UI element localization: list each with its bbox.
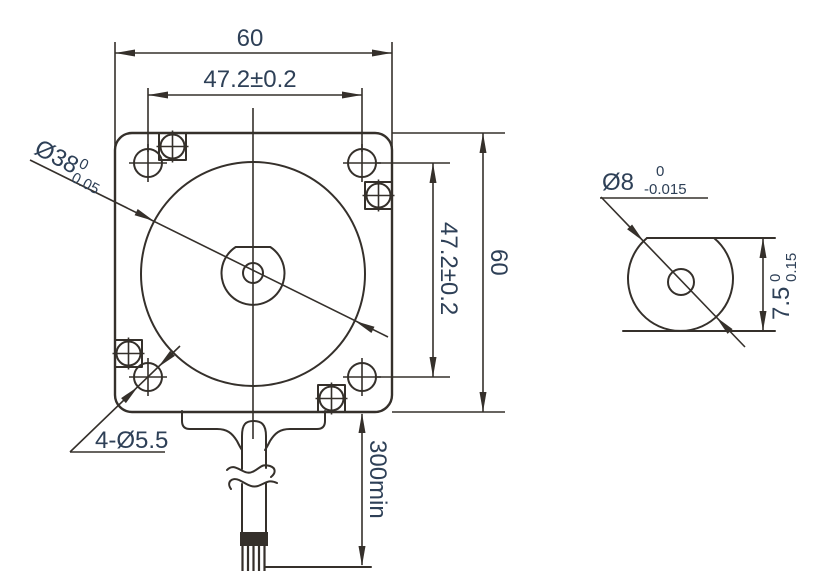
flat-dim-tol-upper: 0 xyxy=(767,274,784,282)
cover-screw-top-left xyxy=(156,130,189,163)
dim-text-hole-spacing-right: 47.2±0.2 xyxy=(435,222,462,315)
shaft-boss-with-flat xyxy=(220,246,286,306)
dim-text-height-right: 60 xyxy=(485,249,512,276)
flat-dim-main: 7.5 xyxy=(768,287,795,320)
strain-relief-right xyxy=(264,410,326,451)
dim-text-width-top: 60 xyxy=(237,25,264,52)
mounting-hole-bottom-right xyxy=(343,358,381,396)
strain-relief-left xyxy=(181,410,243,451)
lead-wires xyxy=(241,546,266,571)
flat-dim-tol-lower: 0.15 xyxy=(783,253,800,282)
cover-screw-bottom-left xyxy=(112,337,145,370)
cable-assembly xyxy=(181,410,372,571)
shaft-label-tol-lower: -0.015 xyxy=(644,181,687,198)
dimension-texts: 60 47.2±0.2 47.2±0.2 60 300min Ø38 0 0.0… xyxy=(30,25,800,519)
holes-label: 4-Ø5.5 xyxy=(95,427,168,454)
shaft-label-main: Ø8 xyxy=(602,169,634,196)
shaft-diameter-label: Ø8 0 -0.015 xyxy=(602,163,687,198)
shaft-center-hole xyxy=(667,268,695,296)
cover-screw-bottom-right xyxy=(315,382,348,415)
dim-text-hole-spacing-top: 47.2±0.2 xyxy=(203,66,296,93)
front-view xyxy=(112,108,395,571)
shaft-label-tol-upper: 0 xyxy=(656,163,664,180)
break-wave-lower xyxy=(228,478,278,490)
cover-screw-top-right xyxy=(362,179,395,212)
shaft-flat-dim-label: 7.5 0 0.15 xyxy=(767,253,800,320)
dim-text-cable-length: 300min xyxy=(364,440,391,519)
cover-screws xyxy=(112,130,395,415)
cable-boot xyxy=(241,420,267,470)
leader-pilot-diameter xyxy=(29,159,389,338)
cable-jacket-end xyxy=(240,532,268,546)
break-wave-upper xyxy=(226,464,276,478)
shaft-end-view xyxy=(600,196,776,348)
front-view-dimensions xyxy=(29,42,505,566)
